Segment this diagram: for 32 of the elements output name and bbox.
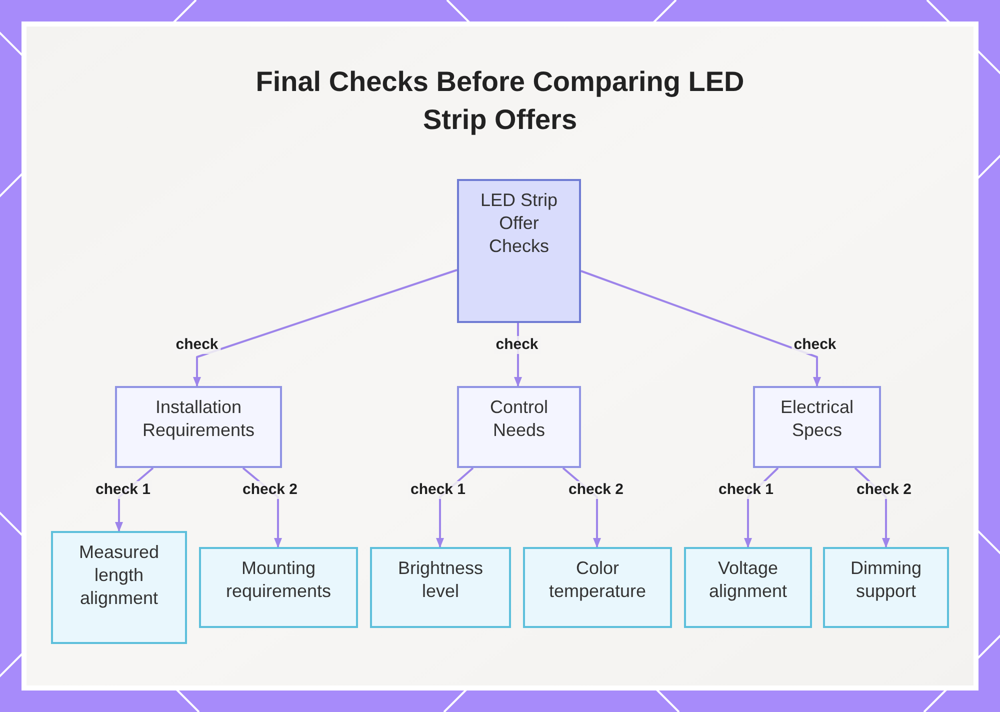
- root-box: [457, 179, 581, 323]
- edge-label: check: [174, 336, 220, 354]
- edge-label: check 2: [566, 481, 626, 499]
- category-box: [753, 386, 881, 468]
- node-text: Control Needs: [488, 396, 550, 442]
- node-text: Brightness level: [396, 557, 484, 603]
- node-text: Electrical Specs: [779, 396, 855, 442]
- edge-label: check 2: [854, 481, 914, 499]
- node-text: Mounting requirements: [224, 557, 332, 603]
- diagram-title: Final Checks Before Comparing LED Strip Offers: [254, 65, 746, 137]
- node-text: LED Strip Offer Checks: [479, 189, 559, 258]
- node-text: Installation Requirements: [141, 396, 256, 442]
- edge-label: check 2: [240, 481, 300, 499]
- node-text: Measured length alignment: [78, 541, 160, 610]
- category-box: [457, 386, 581, 468]
- edge-label: check: [494, 336, 540, 354]
- item-box: [823, 547, 949, 628]
- connector-arrow: [193, 269, 458, 387]
- node-text: Dimming support: [849, 557, 922, 603]
- node-text: Color temperature: [548, 557, 648, 603]
- item-box: [370, 547, 511, 628]
- edge-label: check 1: [716, 481, 776, 499]
- category-box: [115, 386, 282, 468]
- edge-label: check 1: [408, 481, 468, 499]
- edge-label: check 1: [93, 481, 153, 499]
- item-box: [523, 547, 672, 628]
- edge-label: check: [792, 336, 838, 354]
- item-box: [51, 531, 187, 644]
- item-box: [684, 547, 812, 628]
- node-text: Voltage alignment: [708, 557, 788, 603]
- connector-arrow: [580, 270, 821, 387]
- item-box: [199, 547, 358, 628]
